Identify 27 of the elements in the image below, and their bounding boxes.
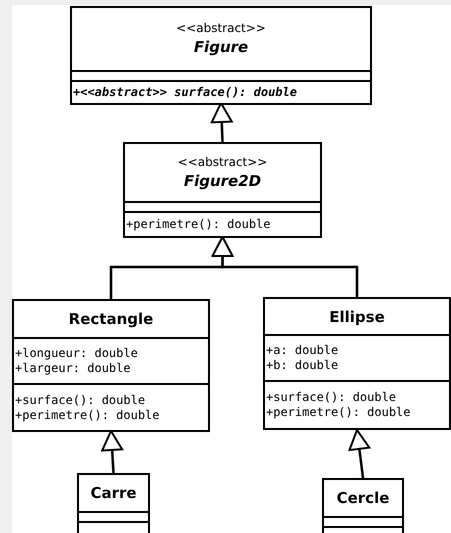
class-name: Ellipse <box>328 306 386 328</box>
class-member: +largeur: double <box>15 361 132 376</box>
class-box <box>77 473 150 533</box>
class-box <box>123 142 322 238</box>
class-box <box>12 299 210 432</box>
class-member: +a: double <box>266 343 340 358</box>
inheritance-arrow <box>348 429 370 478</box>
class-member: +surface(): double <box>15 392 146 408</box>
class-name: Carre <box>89 483 138 504</box>
class-member: +longueur: double <box>15 346 139 361</box>
stereotype-label: <<abstract>> <box>176 154 268 170</box>
class-member: +perimetre(): double <box>15 408 160 422</box>
stereotype-label: <<abstract>> <box>175 20 267 36</box>
class-name: Figure <box>192 37 250 58</box>
class-member: +surface(): double <box>266 390 398 405</box>
class-name: Cercle <box>336 488 390 509</box>
class-name: Rectangle <box>68 309 154 330</box>
class-member: +<<abstract>> surface(): double <box>73 85 298 100</box>
class-member: +b: double <box>266 358 340 373</box>
class-member: +perimetre(): double <box>266 405 412 420</box>
class-member: +perimetre(): double <box>126 217 272 232</box>
inheritance-arrow <box>101 430 124 474</box>
class-name: Figure2D <box>182 170 262 192</box>
class-box <box>322 478 404 533</box>
class-box <box>263 297 451 430</box>
inheritance-arrow <box>212 236 358 297</box>
class-box <box>70 6 372 105</box>
